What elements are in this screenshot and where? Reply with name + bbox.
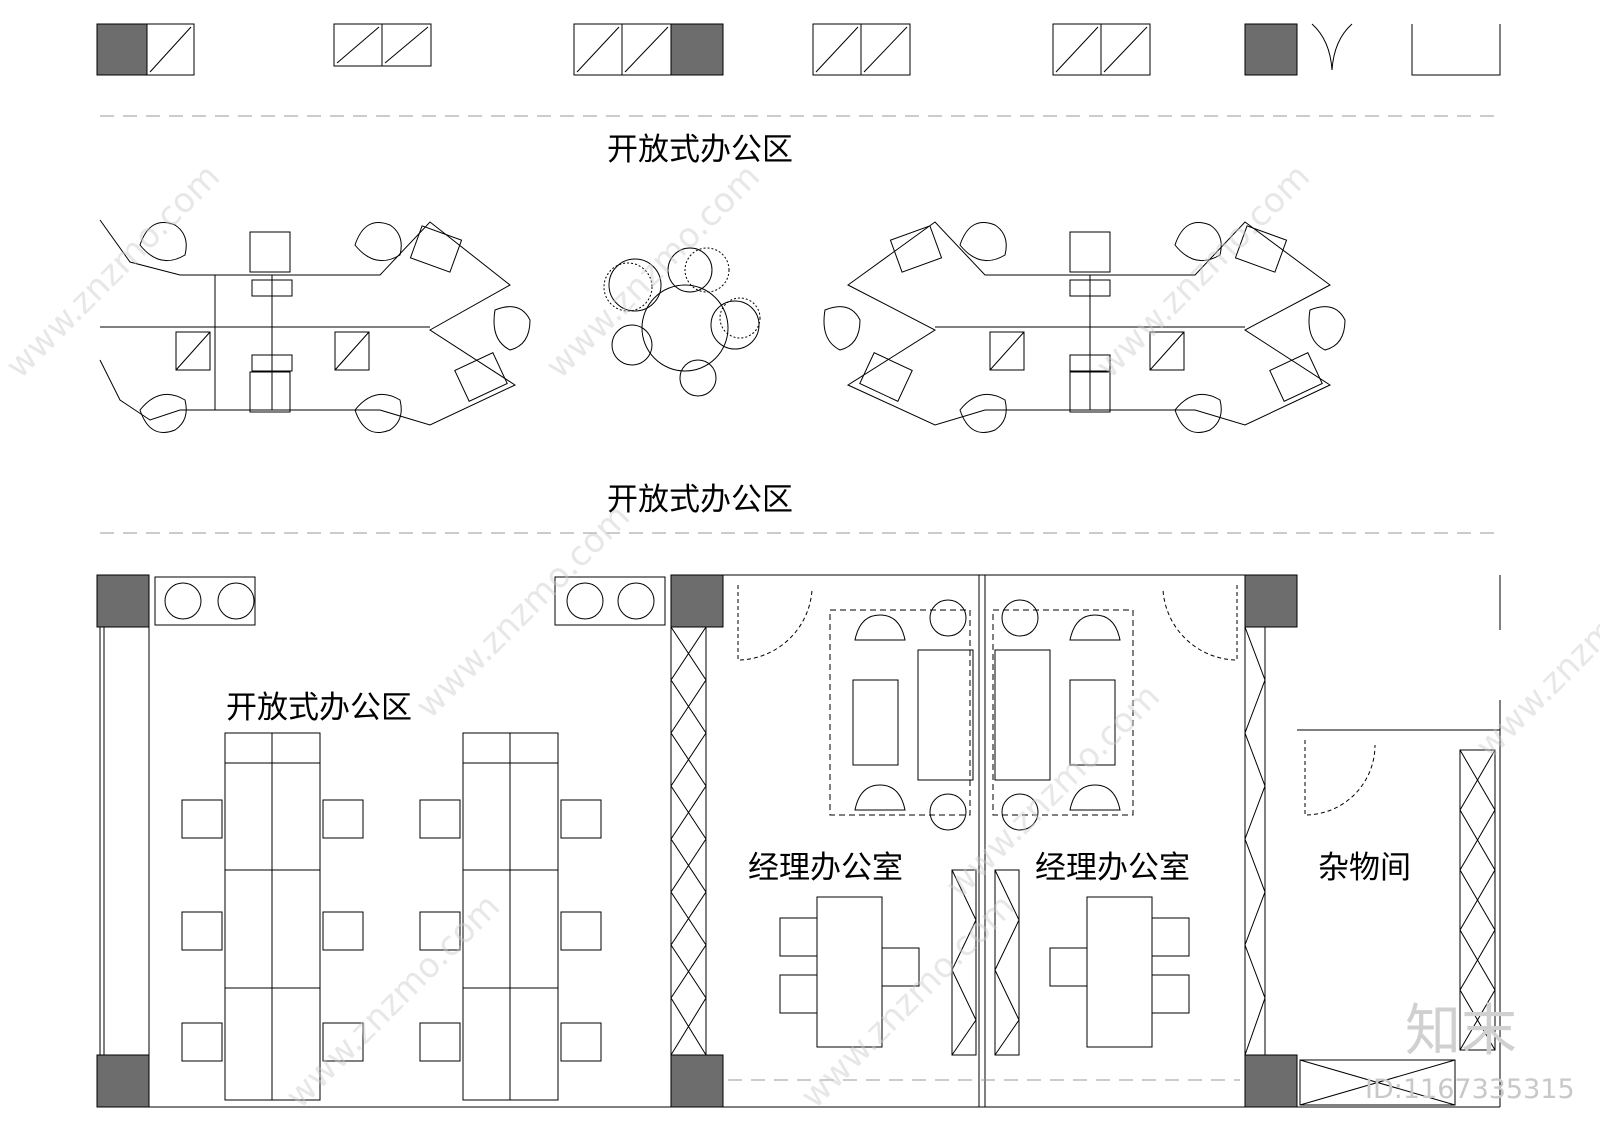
manager-office-label-1: 经理办公室 [748, 850, 903, 886]
column-block [1244, 1054, 1298, 1108]
office-chair [1174, 222, 1222, 262]
floor-plan-bottom [96, 574, 1501, 1108]
legend-row [96, 23, 1501, 76]
workstation-cluster-right [823, 221, 1346, 433]
open-office-label-left: 开放式办公区 [226, 690, 412, 726]
door-swing [1304, 740, 1376, 816]
coffee-table [852, 679, 899, 766]
office-chair [354, 393, 402, 433]
column-block [670, 1054, 724, 1108]
office-chair [959, 393, 1007, 433]
sofa [994, 649, 1051, 781]
rug [992, 609, 1134, 816]
manager-desk [1086, 896, 1153, 1048]
rug [829, 609, 971, 816]
door-symbol [1411, 24, 1501, 76]
watermark-text: www.znzmo.com [1088, 156, 1318, 386]
office-chair [354, 222, 402, 262]
window-symbol [146, 23, 195, 76]
column-block [1244, 23, 1298, 76]
plant-group [603, 247, 761, 397]
armchair [1069, 614, 1121, 641]
door-swing [1162, 585, 1238, 661]
drawing-id: ID:1167335315 [1365, 1074, 1575, 1105]
office-chair [139, 222, 187, 262]
column-block [96, 574, 150, 628]
door-symbol [1311, 23, 1353, 71]
watermark-text: www.znzmo.com [1468, 536, 1600, 766]
office-chair [1174, 393, 1222, 433]
office-chair [1308, 306, 1346, 351]
wardrobe [1244, 626, 1266, 1056]
office-chair [493, 306, 531, 351]
storage-room-label: 杂物间 [1318, 850, 1411, 886]
open-office-label-top: 开放式办公区 [607, 132, 793, 168]
armchair [1069, 784, 1121, 811]
door-swing [737, 585, 813, 661]
wardrobe [1459, 749, 1496, 1051]
workstation-cluster-left [99, 219, 531, 433]
desk-group [224, 732, 559, 1101]
watermark-text: www.znzmo.com [278, 886, 508, 1116]
office-chair [139, 393, 187, 433]
armchair [854, 784, 906, 811]
armchair [854, 614, 906, 641]
watermark-text: www.znzmo.com [793, 886, 1023, 1116]
watermark-text: www.znzmo.com [408, 496, 638, 726]
column-block [96, 1054, 150, 1108]
column-block [670, 23, 724, 76]
coffee-table [1069, 679, 1116, 766]
wardrobe [670, 626, 707, 1056]
column-block [670, 574, 724, 628]
office-chair [959, 222, 1007, 262]
desk-chairs [181, 799, 602, 1062]
brand-logo: 知末 [1405, 999, 1517, 1064]
sofa [917, 649, 974, 781]
office-chair [823, 306, 861, 351]
column-block [1244, 574, 1298, 628]
column-block [96, 23, 148, 76]
open-office-label-mid: 开放式办公区 [607, 482, 793, 518]
manager-office-label-2: 经理办公室 [1035, 850, 1190, 886]
watermark-text: www.znzmo.com [0, 156, 228, 386]
watermark-text: www.znzmo.com [538, 156, 768, 386]
